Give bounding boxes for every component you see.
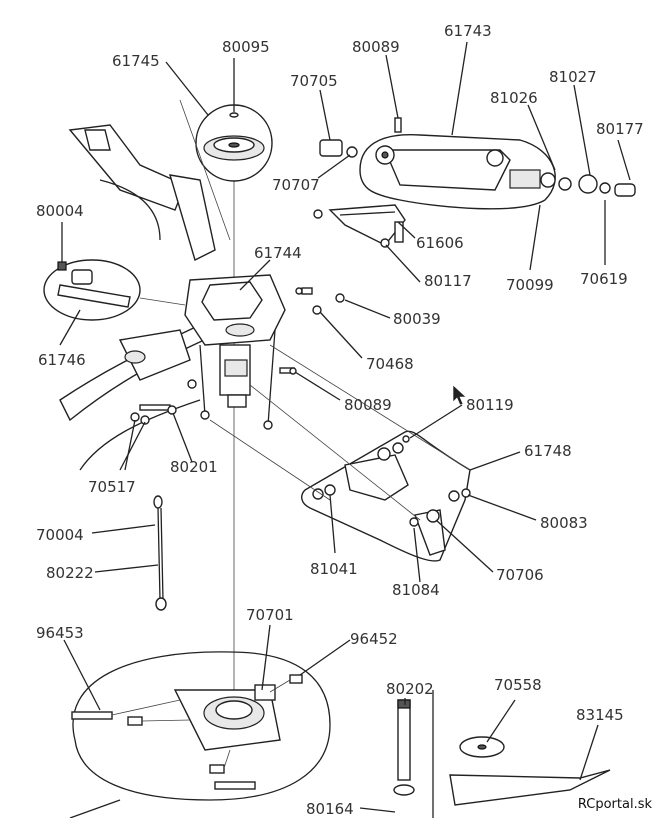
detail-circle-61745 — [195, 104, 273, 182]
label-70619: 70619 — [580, 270, 628, 288]
label-81041: 81041 — [310, 560, 358, 578]
label-70706: 70706 — [496, 566, 544, 584]
label-81026: 81026 — [490, 89, 538, 107]
detail-61743 — [319, 117, 636, 210]
detail-plate-61748 — [301, 430, 471, 562]
label-83145: 83145 — [576, 706, 624, 724]
label-70099: 70099 — [506, 276, 554, 294]
label-70707: 70707 — [272, 176, 320, 194]
label-80089-mid: 80089 — [344, 396, 392, 414]
part-number-labels: 80095 61745 80089 61743 70705 81027 8102… — [36, 22, 644, 818]
label-61748: 61748 — [524, 442, 572, 460]
label-80177: 80177 — [596, 120, 644, 138]
label-80164: 80164 — [306, 800, 354, 818]
label-80119: 80119 — [466, 396, 514, 414]
label-96453: 96453 — [36, 624, 84, 642]
watermark: RCportal.sk — [577, 797, 652, 812]
label-80004: 80004 — [36, 202, 84, 220]
detail-ellipse-61746 — [43, 259, 186, 321]
label-70705: 70705 — [290, 72, 338, 90]
label-70517: 70517 — [88, 478, 136, 496]
pushrod-70004 — [153, 495, 167, 611]
label-80089-top: 80089 — [352, 38, 400, 56]
label-80083: 80083 — [540, 514, 588, 532]
label-80117: 80117 — [424, 272, 472, 290]
label-80095: 80095 — [222, 38, 270, 56]
mouse-cursor-icon — [452, 384, 467, 406]
label-81027: 81027 — [549, 68, 597, 86]
parts-bottom-right — [393, 690, 611, 818]
label-61746: 61746 — [38, 351, 86, 369]
detail-61606 — [313, 204, 406, 248]
label-61744: 61744 — [254, 244, 302, 262]
label-70558: 70558 — [494, 676, 542, 694]
label-70004: 70004 — [36, 526, 84, 544]
blade-grip-left — [59, 124, 216, 471]
label-80039: 80039 — [393, 310, 441, 328]
label-70701: 70701 — [246, 606, 294, 624]
screws-head — [130, 287, 345, 425]
label-61743: 61743 — [444, 22, 492, 40]
label-61606: 61606 — [416, 234, 464, 252]
label-70468: 70468 — [366, 355, 414, 373]
label-80202: 80202 — [386, 680, 434, 698]
label-61745: 61745 — [112, 52, 160, 70]
label-80222: 80222 — [46, 564, 94, 582]
label-80201: 80201 — [170, 458, 218, 476]
guide-lines — [179, 99, 471, 521]
leader-lines — [59, 41, 631, 818]
label-81084: 81084 — [392, 581, 440, 599]
detail-swashplate — [71, 651, 331, 801]
label-96452: 96452 — [350, 630, 398, 648]
rotor-head-assembly — [184, 274, 286, 430]
